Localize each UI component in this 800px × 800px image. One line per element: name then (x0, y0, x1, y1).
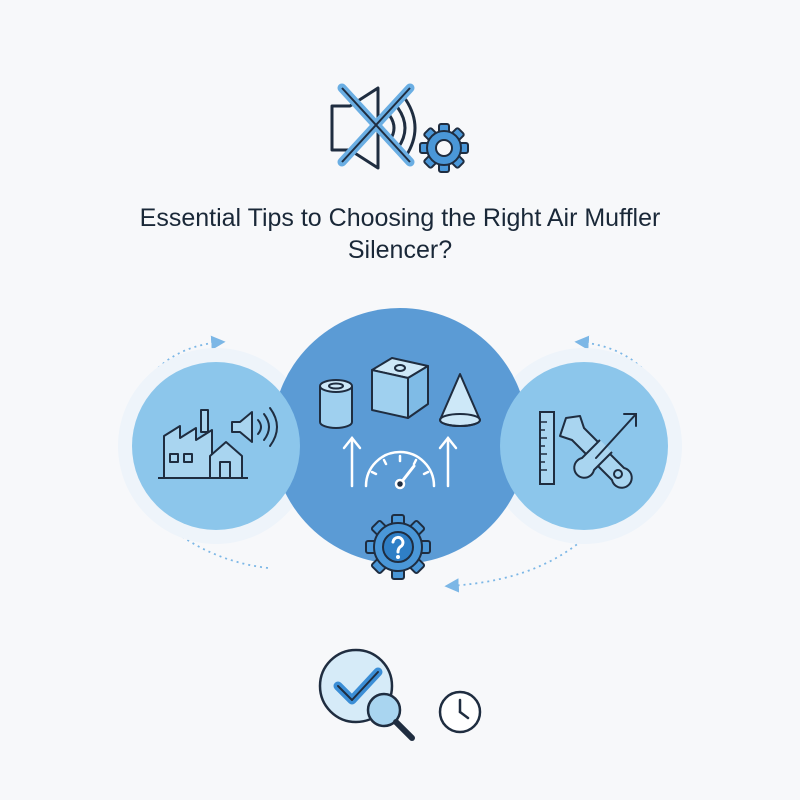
speaker-icon (231, 407, 278, 447)
cylinder-icon (319, 379, 353, 429)
header-icon-group (330, 83, 469, 173)
gear-icon (419, 123, 469, 173)
title-line-1: Essential Tips to Choosing the Right Air… (139, 204, 661, 232)
diagonal-arrow-icon (595, 413, 637, 459)
clock-icon (438, 690, 482, 734)
up-arrow-icon (438, 435, 458, 488)
footer-icon-group (318, 648, 482, 741)
up-arrow-icon (342, 435, 362, 488)
left-circle (132, 362, 300, 530)
ruler-icon (539, 411, 555, 485)
gauge-icon (364, 450, 436, 490)
magnifier-checkmark-icon (318, 648, 415, 741)
page-title: Essential Tips to Choosing the Right Air… (60, 202, 740, 266)
muted-speaker-icon (330, 83, 417, 170)
cone-icon (439, 373, 481, 427)
dotted-arrow-bottom-right (444, 509, 611, 593)
question-gear-icon (365, 514, 431, 580)
cube-icon (371, 357, 429, 419)
dotted-arrow-bottom-left (149, 509, 269, 569)
process-diagram (118, 308, 682, 593)
factory-icon (158, 409, 248, 479)
center-circle (272, 308, 528, 564)
title-line-2: Silencer? (347, 236, 453, 264)
